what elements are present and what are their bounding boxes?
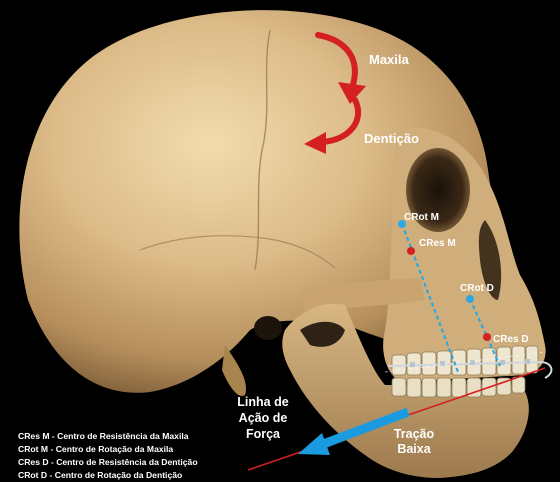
label-tracao-baixa: Tração Baixa	[394, 427, 435, 456]
label-maxila: Maxila	[369, 52, 410, 67]
label-tracao-line2: Baixa	[397, 442, 431, 456]
label-crot-d: CRot D	[460, 283, 494, 294]
ear-canal	[254, 316, 282, 340]
label-crot-m: CRot M	[404, 212, 439, 223]
label-denticao: Dentição	[364, 131, 419, 146]
legend-item: CRot D - Centro de Rotação da Dentição	[18, 470, 182, 480]
label-linha-line2: Ação de	[239, 411, 288, 425]
cres-m-marker	[407, 247, 415, 255]
legend-item: CRes M - Centro de Resistência da Maxila	[18, 431, 189, 441]
crot-d-marker	[466, 295, 474, 303]
lower-teeth	[392, 377, 525, 397]
legend-item: CRes D - Centro de Resistência da Dentiç…	[18, 457, 198, 467]
cres-d-marker	[483, 333, 491, 341]
label-tracao-line1: Tração	[394, 427, 435, 441]
legend-item: CRot M - Centro de Rotação da Maxila	[18, 444, 173, 454]
label-cres-m: CRes M	[419, 238, 456, 249]
label-linha-line3: Força	[246, 427, 281, 441]
label-cres-d: CRes D	[493, 334, 529, 345]
label-linha-line1: Linha de	[237, 395, 288, 409]
